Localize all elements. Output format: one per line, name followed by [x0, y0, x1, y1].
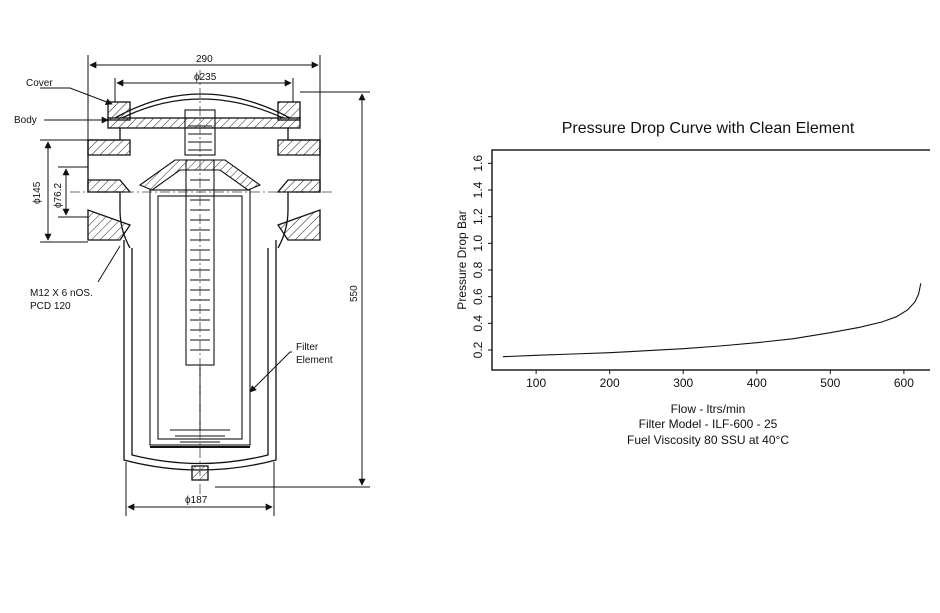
centerlines	[70, 70, 335, 495]
caption-filter-model: Filter Model - ILF-600 - 25	[639, 417, 778, 431]
dimension-lines	[40, 55, 370, 516]
filter-body-outline	[87, 93, 321, 481]
pressure-drop-line	[502, 283, 922, 358]
y-tick-label: 0.6	[471, 288, 485, 305]
label-cover: Cover	[26, 78, 53, 89]
x-axis-ticks: 100 200 300 400 500 600	[526, 370, 914, 390]
dim-dia-bottom: ϕ187	[185, 495, 208, 506]
y-axis-label: Pressure Drop Bar	[455, 210, 469, 309]
dim-dia-flange: ϕ145	[32, 181, 43, 204]
x-tick-label: 500	[820, 376, 840, 390]
x-tick-label: 400	[747, 376, 767, 390]
y-tick-label: 0.2	[471, 341, 485, 358]
dim-dia-bore: ϕ76.2	[53, 182, 64, 208]
caption-fuel-viscosity: Fuel Viscosity 80 SSU at 40°C	[627, 433, 789, 447]
label-filter-line2: Element	[296, 355, 333, 366]
filter-cross-section-drawing: Cover Body M12 X 6 nOS. PCD 120 Filter E…	[14, 54, 370, 516]
plot-frame	[491, 149, 930, 371]
dim-height-overall: 550	[349, 285, 360, 302]
x-tick-label: 300	[673, 376, 693, 390]
label-bolts-line1: M12 X 6 nOS.	[30, 288, 93, 299]
label-filter-line1: Filter	[296, 342, 319, 353]
y-tick-label: 1.4	[471, 181, 485, 198]
x-tick-label: 600	[894, 376, 914, 390]
dim-dia-cover: ϕ235	[194, 72, 217, 83]
y-axis-ticks: 0.2 0.4 0.6 0.8 1.0 1.2 1.4 1.6	[471, 155, 492, 358]
y-tick-label: 0.8	[471, 261, 485, 278]
x-axis-label: Flow - ltrs/min	[671, 402, 746, 416]
dim-width-overall: 290	[196, 54, 213, 65]
label-bolts-line2: PCD 120	[30, 301, 71, 312]
label-body: Body	[14, 115, 37, 126]
x-tick-label: 100	[526, 376, 546, 390]
y-tick-label: 1.0	[471, 235, 485, 252]
y-tick-label: 0.4	[471, 315, 485, 332]
chart-title: Pressure Drop Curve with Clean Element	[562, 120, 855, 137]
x-tick-label: 200	[600, 376, 620, 390]
leader-lines	[40, 87, 292, 393]
pressure-drop-chart: Pressure Drop Curve with Clean Element 1…	[455, 120, 930, 447]
y-tick-label: 1.2	[471, 208, 485, 225]
y-tick-label: 1.6	[471, 155, 485, 172]
